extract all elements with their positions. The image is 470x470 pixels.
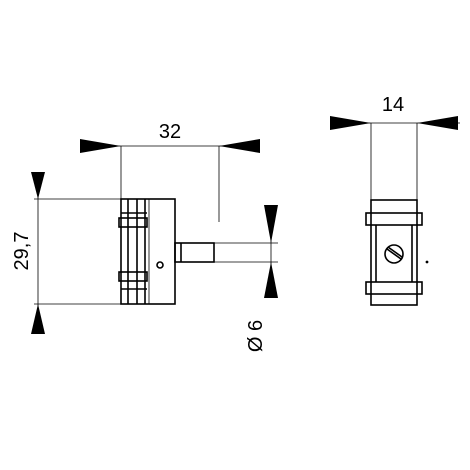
pin-hole	[156, 261, 164, 269]
dimension-label-29-7: 29,7	[11, 232, 33, 271]
clip-bottom	[118, 271, 148, 282]
arrow-14-left	[330, 116, 371, 130]
arrow-32-left	[80, 139, 121, 153]
cam-body-side	[118, 198, 176, 305]
shaft	[174, 242, 215, 263]
dimension-label-32: 32	[159, 121, 181, 143]
screw-icon	[384, 244, 404, 264]
front-band-bottom	[365, 281, 423, 295]
arrow-diameter-bottom	[264, 262, 278, 298]
front-band-top	[365, 212, 423, 226]
side-view: 32 29,7 Ø 6	[11, 121, 278, 352]
arrow-diameter-top	[264, 205, 278, 243]
dimension-label-diameter: Ø 6	[245, 320, 267, 352]
arrow-32-right	[219, 139, 260, 153]
arrow-14-right	[417, 116, 458, 130]
arrow-29-7-top	[31, 172, 45, 199]
shaft-outline	[174, 242, 215, 263]
clip-top	[118, 217, 148, 228]
front-view: 14	[330, 94, 460, 306]
dimension-label-14: 14	[382, 94, 404, 116]
front-body-outline	[370, 199, 418, 306]
arrow-29-7-bottom	[31, 304, 45, 334]
cam-body-front	[365, 199, 429, 306]
